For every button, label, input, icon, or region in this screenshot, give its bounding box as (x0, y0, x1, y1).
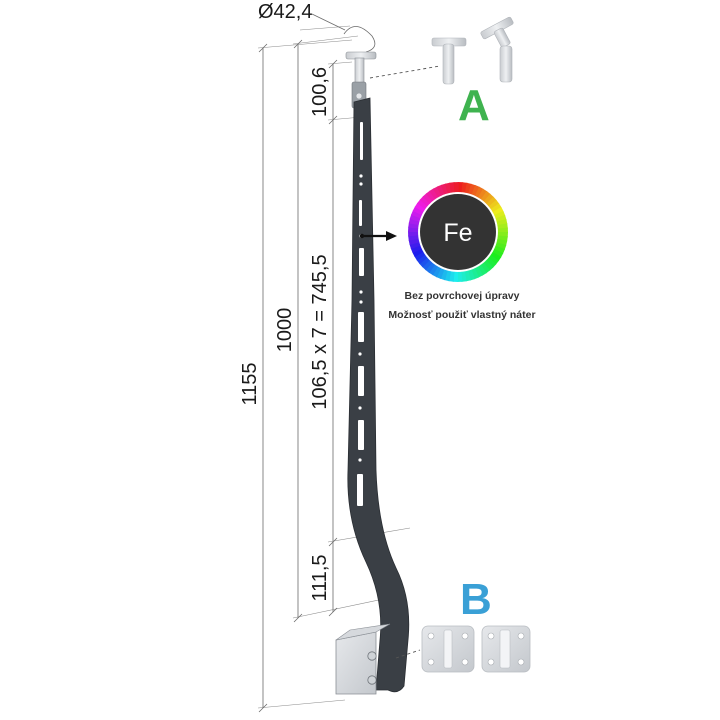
top-offset-label: 100,6 (309, 67, 331, 117)
finish-note-line2: Možnosť použiť vlastný náter (388, 309, 536, 321)
badge-symbol: Fe (443, 219, 472, 247)
finish-note-line1: Bez povrchovej úpravy (404, 290, 520, 302)
bottom-offset-label: 111,5 (309, 554, 331, 601)
color-wheel-ring (408, 182, 508, 282)
post-bar (347, 97, 410, 693)
pointer-arrow (359, 231, 397, 241)
option-b-plates (421, 625, 531, 673)
total-height-label: 1155 (239, 362, 261, 405)
hole-spacing-label: 106,5 x 7 = 745,5 (309, 254, 331, 409)
option-a-label: A (458, 81, 490, 130)
diameter-label: Ø42,4 (258, 1, 312, 23)
badge-core (420, 194, 496, 270)
post-height-label: 1000 (274, 308, 296, 353)
post-slots (357, 122, 364, 506)
railing-post (335, 51, 410, 695)
dimension-lines (257, 13, 411, 713)
dimension-labels: Ø42,4 100,6 1155 1000 106,5 x 7 = 745,5 … (239, 1, 331, 602)
finish-badge: Fe (408, 182, 508, 282)
option-a-fittings (431, 16, 514, 85)
option-b-label: B (460, 575, 492, 624)
